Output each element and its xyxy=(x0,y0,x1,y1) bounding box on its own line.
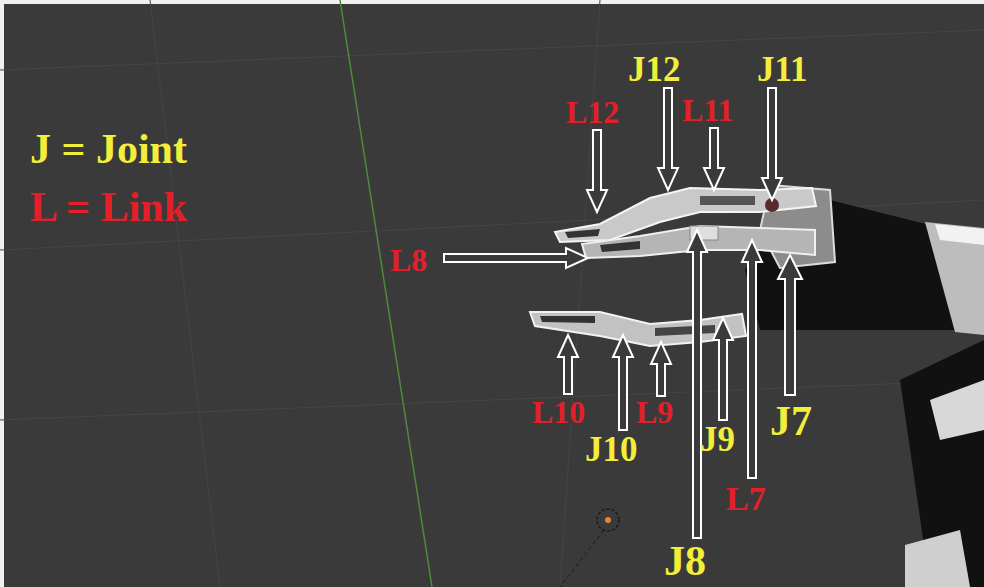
leader-arrow xyxy=(658,88,678,190)
leader-arrow xyxy=(613,335,633,430)
arm-ring xyxy=(930,380,984,440)
leader-arrow xyxy=(742,240,762,478)
callout-link: L9 xyxy=(636,396,673,428)
wrist-ring xyxy=(925,222,984,335)
wrist-ring-highlight xyxy=(935,224,984,245)
callout-link: L8 xyxy=(390,244,427,276)
finger-pad xyxy=(700,196,755,205)
leader-arrow xyxy=(651,342,671,396)
leader-arrow xyxy=(558,335,578,394)
origin-dot xyxy=(605,517,611,523)
callout-joint: J7 xyxy=(770,400,812,442)
callout-joint: J8 xyxy=(664,540,706,582)
leader-arrow xyxy=(704,128,724,190)
callout-link: L11 xyxy=(682,94,734,126)
callout-link: L12 xyxy=(566,96,619,128)
leader-arrow xyxy=(762,88,782,200)
leader-arrow xyxy=(713,318,733,420)
callout-joint: J11 xyxy=(757,52,808,87)
finger-pad xyxy=(540,316,595,323)
callout-link: L7 xyxy=(726,482,766,516)
callout-joint: J12 xyxy=(628,52,681,87)
left-border xyxy=(0,0,4,587)
leader-arrow xyxy=(687,230,707,538)
finger-pad xyxy=(565,229,600,238)
callout-joint: J10 xyxy=(585,432,638,467)
legend-key: L = Link xyxy=(30,186,187,228)
leader-arrow xyxy=(778,255,802,395)
finger-pad xyxy=(655,325,715,336)
origin-ring xyxy=(597,509,619,531)
legend-key: J = Joint xyxy=(30,128,187,170)
origin-line xyxy=(560,530,604,587)
leader-arrows xyxy=(444,88,802,538)
callout-joint: J9 xyxy=(700,422,735,457)
leader-arrow xyxy=(587,130,607,212)
callout-link: L10 xyxy=(532,396,585,428)
arm-segment xyxy=(900,340,984,587)
leader-arrow xyxy=(444,248,588,268)
finger-pad xyxy=(600,241,640,252)
arm-ring xyxy=(905,530,970,587)
axis-line xyxy=(340,0,432,587)
top-border xyxy=(0,0,984,4)
